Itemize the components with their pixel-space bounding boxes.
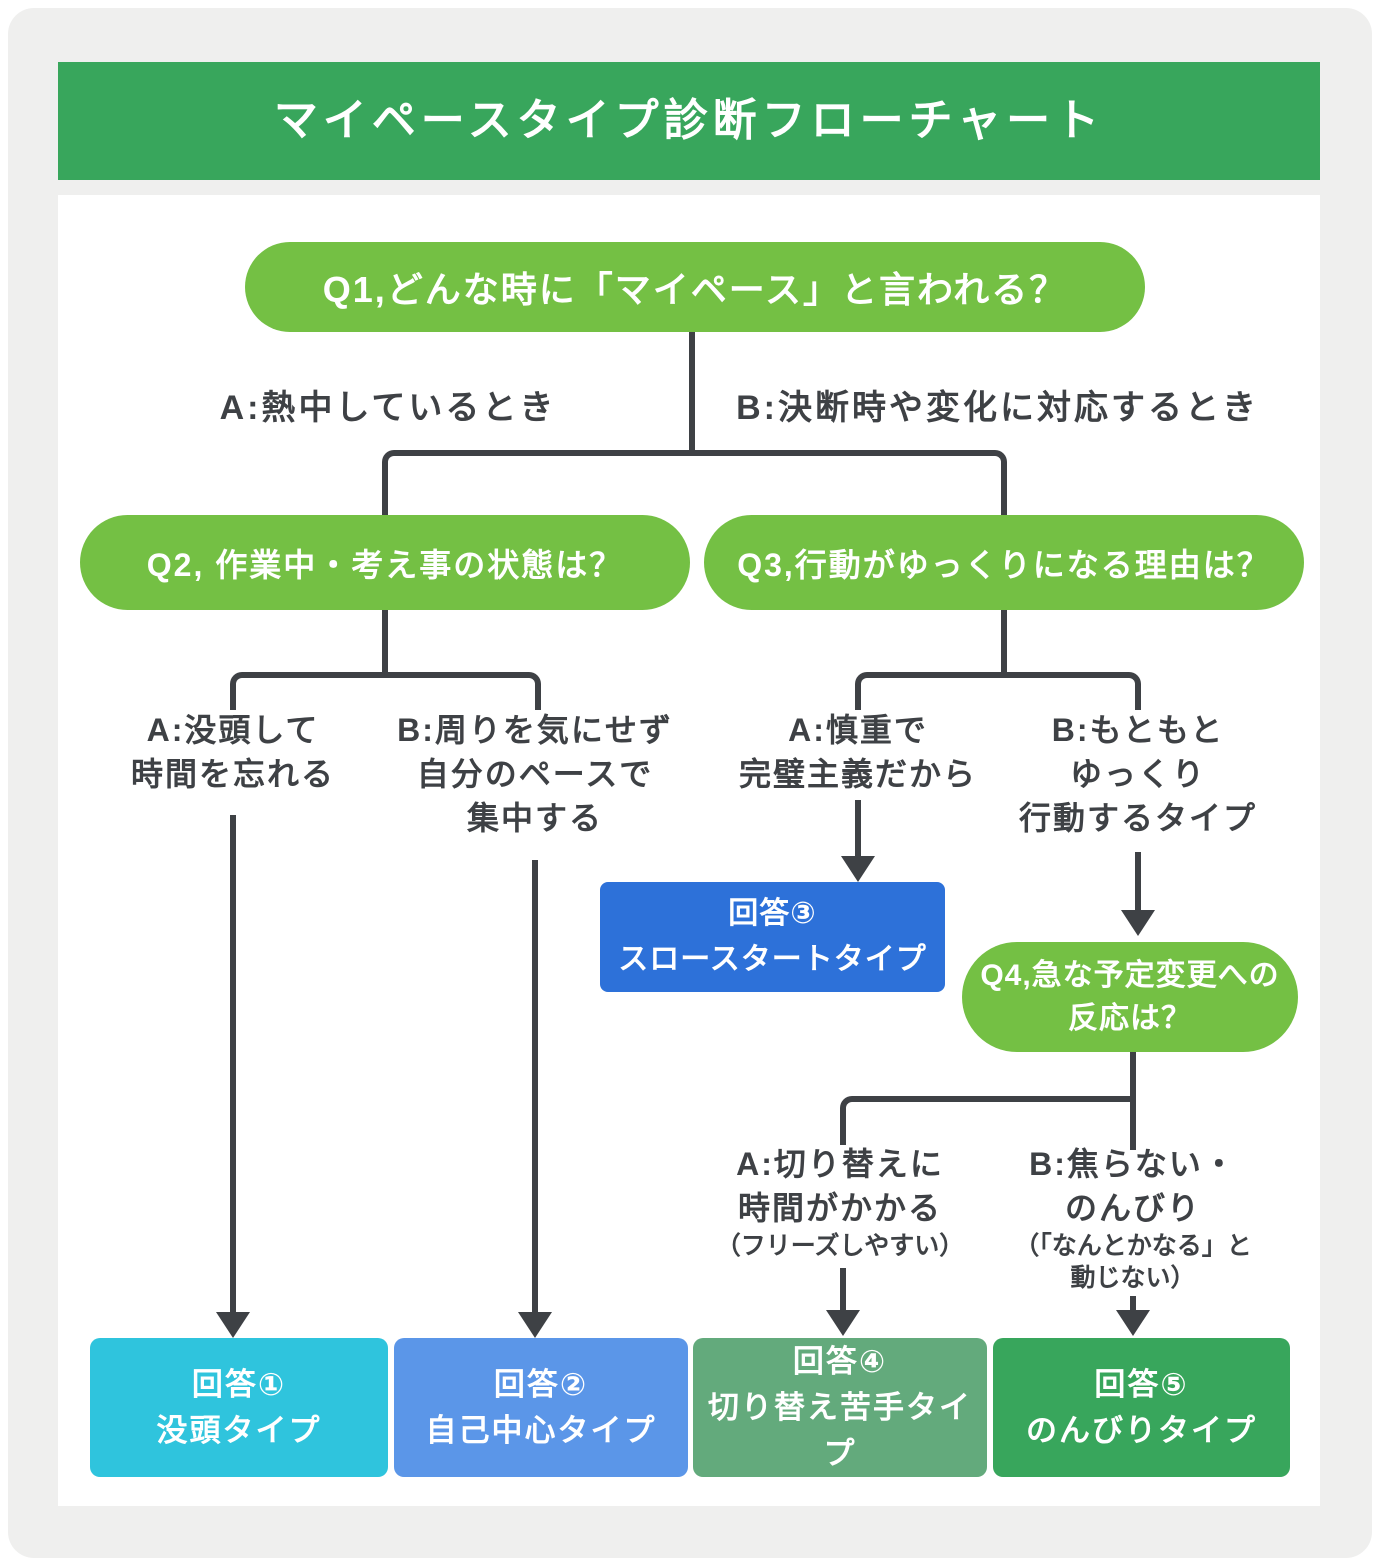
q3-label: Q3,行動がゆっくりになる理由は？	[737, 546, 1271, 583]
q2-option-b-label: B:周りを気にせず 自分のペースで 集中する	[397, 712, 673, 836]
answer3-number: 回答③	[728, 897, 817, 930]
connector-q4-split	[840, 1096, 1136, 1145]
connector-to-answer1	[230, 815, 236, 1314]
connector-q1-split	[382, 450, 1007, 515]
connector-q2-stem	[382, 610, 388, 672]
answer2-type: 自己中心タイプ	[425, 1412, 657, 1448]
q4-option-a-label: A:切り替えに 時間がかかる （フリーズしやすい）	[690, 1142, 990, 1262]
q4-label-line1: Q4,急な予定変更への	[980, 959, 1280, 992]
answer4-box: 回答④ 切り替え苦手タイプ	[693, 1338, 987, 1477]
q3-option-b-label: B:もともと ゆっくり 行動するタイプ	[1018, 712, 1257, 836]
answer4-number: 回答④	[792, 1343, 888, 1379]
q4-option-b-label: B:焦らない・ のんびり （「なんとかなる」と 動じない）	[963, 1142, 1303, 1294]
q1-label: Q1,どんな時に「マイペース」と言われる？	[322, 269, 1068, 310]
connector-q2-split	[230, 672, 541, 710]
q1-option-b-label: B:決断時や変化に対応するとき	[736, 389, 1259, 427]
connector-to-answer4	[840, 1268, 846, 1312]
answer1-number: 回答①	[191, 1366, 287, 1402]
flowchart-title: マイペースタイプ診断フローチャート	[273, 96, 1105, 145]
connector-to-answer3	[855, 800, 861, 860]
connector-q3-stem	[1001, 610, 1007, 672]
answer3-box: 回答③ スロースタートタイプ	[600, 882, 945, 992]
q2-label: Q2, 作業中・考え事の状態は？	[146, 546, 624, 583]
arrowhead-answer4	[826, 1310, 860, 1336]
q4-option-a-note: （フリーズしやすい）	[715, 1232, 965, 1260]
arrowhead-answer1	[216, 1312, 250, 1338]
q2-node: Q2, 作業中・考え事の状態は？	[80, 515, 690, 610]
q1-node: Q1,どんな時に「マイペース」と言われる？	[245, 242, 1145, 332]
connector-to-answer2	[532, 860, 538, 1314]
q4-label-line2: 反応は？	[1068, 1002, 1192, 1035]
title-bar: マイペースタイプ診断フローチャート	[58, 62, 1320, 180]
answer5-type: のんびりタイプ	[1026, 1412, 1257, 1448]
connector-to-answer5	[1130, 1296, 1136, 1312]
q1-option-a-label: A:熱中しているとき	[219, 389, 557, 427]
answer1-box: 回答① 没頭タイプ	[90, 1338, 388, 1477]
arrowhead-q4	[1121, 910, 1155, 936]
connector-q3-split	[855, 672, 1141, 710]
answer4-type: 切り替え苦手タイプ	[708, 1389, 972, 1471]
q3-option-a-label: A:慎重で 完璧主義だから	[738, 712, 977, 792]
answer1-type: 没頭タイプ	[156, 1412, 322, 1448]
q4-option-b-note-line1: （「なんとかなる」と	[1014, 1232, 1252, 1260]
answer3-type: スロースタートタイプ	[618, 943, 927, 976]
answer5-number: 回答⑤	[1094, 1366, 1189, 1402]
q4-option-b-note-line2: 動じない）	[1070, 1264, 1196, 1292]
arrowhead-answer5	[1116, 1310, 1150, 1336]
answer5-box: 回答⑤ のんびりタイプ	[993, 1338, 1290, 1477]
connector-to-q4	[1135, 852, 1141, 912]
q4-node: Q4,急な予定変更への 反応は？	[962, 942, 1298, 1052]
arrowhead-answer2	[518, 1312, 552, 1338]
connector-q1-stem	[689, 332, 695, 450]
arrowhead-answer3	[841, 856, 875, 882]
answer2-box: 回答② 自己中心タイプ	[394, 1338, 688, 1477]
q3-node: Q3,行動がゆっくりになる理由は？	[704, 515, 1304, 610]
answer2-number: 回答②	[493, 1366, 589, 1402]
q2-option-a-label: A:没頭して 時間を忘れる	[130, 712, 335, 792]
